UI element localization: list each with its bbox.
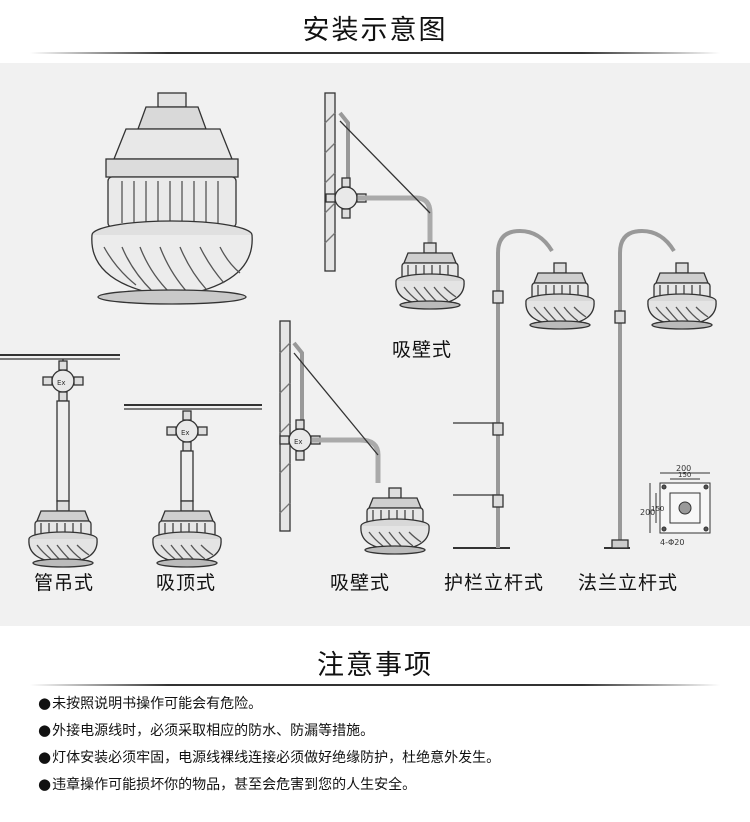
flange-outer-height: 200 [640, 508, 655, 517]
flange-pole-illustration [604, 228, 717, 549]
note-item: ●违章操作可能损坏你的物品，甚至会危害到您的人生安全。 [38, 771, 728, 798]
pipe-hanging-illustration [0, 354, 120, 568]
flange-dimension-drawing: 200 150 200 150 4-Φ20 [640, 464, 711, 547]
bullet-icon: ● [38, 748, 52, 766]
note-text: 外接电源线时，必须采取相应的防水、防漏等措施。 [52, 723, 375, 739]
title-divider [30, 52, 720, 54]
bullet-icon: ● [38, 775, 52, 793]
caption-guardrail-pole: 护栏立杆式 [444, 572, 545, 594]
notes-list: ●未按照说明书操作可能会有危险。 ●外接电源线时，必须采取相应的防水、防漏等措施… [38, 690, 728, 798]
bullet-icon: ● [38, 694, 52, 712]
ex-mark-ceiling: Ex [181, 429, 190, 437]
caption-ceiling-mount: 吸顶式 [156, 572, 217, 594]
installation-diagram-panel: 200 150 200 150 4-Φ20 Ex Ex Ex 吸壁式 管吊式 吸… [0, 63, 750, 626]
flange-inner-height: 150 [651, 505, 664, 513]
caption-wall-mount-upper: 吸壁式 [392, 339, 453, 361]
caption-wall-mount-lower: 吸壁式 [330, 572, 391, 594]
notes-title: 注意事项 [317, 650, 433, 681]
note-text: 违章操作可能损坏你的物品，甚至会危害到您的人生安全。 [52, 777, 417, 793]
flange-outer-width: 200 [676, 464, 691, 473]
ceiling-mount-illustration [124, 404, 262, 568]
flange-holes-label: 4-Φ20 [660, 538, 684, 547]
note-item: ●灯体安装必须牢固，电源线裸线连接必须做好绝缘防护，杜绝意外发生。 [38, 744, 728, 771]
flange-inner-width: 150 [678, 471, 691, 479]
wall-mount-upper-illustration [324, 92, 465, 310]
note-text: 灯体安装必须牢固，电源线裸线连接必须做好绝缘防护，杜绝意外发生。 [52, 750, 501, 766]
bullet-icon: ● [38, 721, 52, 739]
note-item: ●未按照说明书操作可能会有危险。 [38, 690, 728, 717]
notes-divider [30, 684, 720, 686]
ex-mark-wall: Ex [294, 438, 303, 446]
installation-illustration: 200 150 200 150 4-Φ20 Ex Ex Ex [0, 92, 717, 568]
install-diagram-title: 安装示意图 [302, 15, 448, 46]
caption-pipe-hanging: 管吊式 [34, 572, 95, 594]
ex-mark-pipe: Ex [57, 379, 66, 387]
guardrail-pole-illustration [453, 228, 595, 549]
large-lamp-illustration [91, 92, 253, 305]
caption-flange-pole: 法兰立杆式 [578, 572, 679, 594]
wall-mount-lower-illustration [279, 320, 430, 555]
note-text: 未按照说明书操作可能会有危险。 [52, 696, 263, 712]
note-item: ●外接电源线时，必须采取相应的防水、防漏等措施。 [38, 717, 728, 744]
